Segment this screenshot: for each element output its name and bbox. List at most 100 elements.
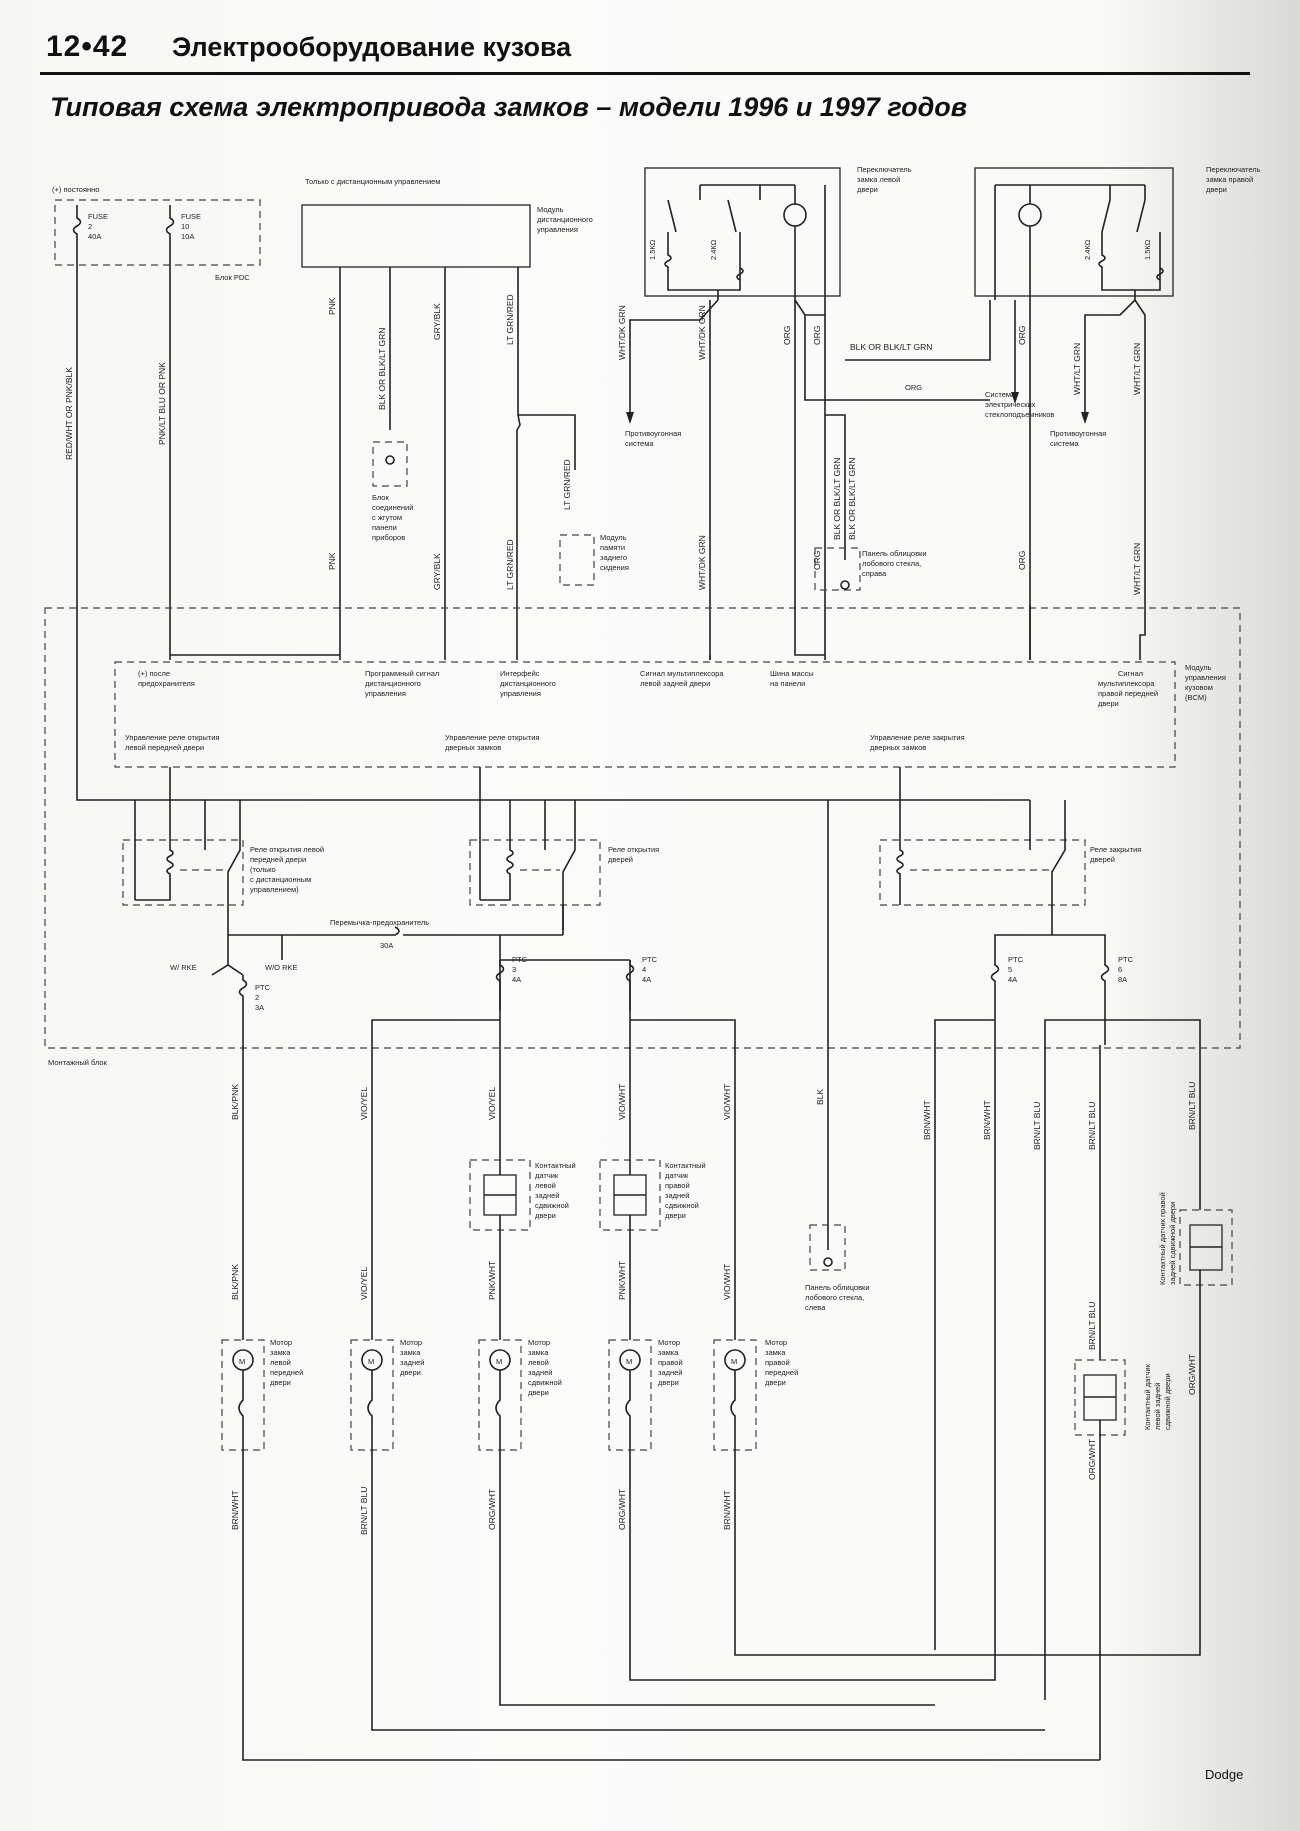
wire-label-pnk-bottom: PNK: [327, 552, 337, 570]
rke-module-label-3: управления: [537, 225, 578, 234]
ptc6: PTC 6 8A: [1118, 955, 1134, 984]
panel-right-box: [814, 547, 861, 591]
wire-label-brn-ltblu-4: BRN/LT BLU: [1187, 1082, 1197, 1130]
left-r1-label: 1.5КΩ: [648, 239, 657, 260]
bcm-sig6-1: Сигнал: [1118, 669, 1143, 678]
svg-text:двери: двери: [658, 1378, 679, 1387]
svg-text:Реле открытия: Реле открытия: [608, 845, 659, 854]
junction-block-label: Монтажный блок: [48, 1058, 108, 1067]
motor-left-front: M Мотор замка левой передней двери: [221, 1338, 303, 1451]
pdc-box: [54, 199, 261, 266]
svg-text:6: 6: [1118, 965, 1122, 974]
svg-text:двери: двери: [400, 1368, 421, 1377]
hot-at-all-times-label: (+) постоянно: [52, 185, 99, 194]
ip-splice-node-icon: [385, 455, 395, 465]
svg-text:FUSE: FUSE: [88, 212, 108, 221]
right-switch-label-2: замка правой: [1206, 175, 1253, 184]
wire-label-org-right-2: ORG: [1017, 551, 1027, 570]
wire-label-wht-ltgrn-2: WHT/LT GRN: [1132, 343, 1142, 395]
wire-label-pnk-wht-1: PNK/WHT: [487, 1261, 497, 1300]
left-switch-label-3: двери: [857, 185, 878, 194]
bcm-sig3-1: Интерфейс: [500, 669, 540, 678]
svg-text:3A: 3A: [255, 1003, 264, 1012]
bcm-ctl3-1: Управление реле закрытия: [870, 733, 965, 742]
splice-ip-label-4: панели: [372, 523, 397, 532]
svg-text:2: 2: [255, 993, 259, 1002]
bcm-sig6-3: правой передней: [1098, 689, 1158, 698]
svg-text:дверей: дверей: [608, 855, 633, 864]
svg-text:PTC: PTC: [642, 955, 658, 964]
page-number: 12•42: [46, 30, 129, 63]
wire-label-blk-or-blk-ltgrn-horizontal: BLK OR BLK/LT GRN: [850, 342, 932, 352]
svg-text:дверей: дверей: [1090, 855, 1115, 864]
wire-label-gry-blk-bottom: GRY/BLK: [432, 553, 442, 590]
antitheft-arrow-right-icon: [1081, 412, 1089, 424]
junction-block-box: [44, 607, 1241, 1049]
power-window-arrow-icon: [1011, 392, 1019, 404]
svg-text:Панель облицовки: Панель облицовки: [805, 1283, 870, 1292]
panel-right-ground-icon: [840, 580, 850, 590]
bcm-title-2: управления: [1185, 673, 1226, 682]
wire-label-brn-wht-4: BRN/WHT: [722, 1490, 732, 1530]
bcm-ctl2-2: дверных замков: [445, 743, 501, 752]
motor-left-rear: M Мотор замка задней двери: [350, 1338, 425, 1451]
svg-text:Реле закрытия: Реле закрытия: [1090, 845, 1141, 854]
seat-memory-label-1: Модуль: [600, 533, 627, 542]
bcm-sig3-2: дистанционного: [500, 679, 556, 688]
motor-right-rear: M Мотор замка правой задней двери: [608, 1338, 683, 1451]
bcm-sig2-2: дистанционного: [365, 679, 421, 688]
seat-memory-label-4: сидения: [600, 563, 629, 572]
wire-label-brn-ltblu-2: BRN/LT BLU: [1087, 1102, 1097, 1150]
svg-text:левой: левой: [535, 1181, 556, 1190]
relay-door-unlock: Реле открытия дверей: [469, 800, 659, 930]
bcm-sig4-1: Сигнал мультиплексора: [640, 669, 724, 678]
sensor-left-sliding: Контактный датчик левой задней сдвижной …: [469, 1159, 576, 1340]
svg-text:правой: правой: [765, 1358, 790, 1367]
wire-label-brn-wht-1: BRN/WHT: [922, 1100, 932, 1140]
svg-text:10A: 10A: [181, 232, 194, 241]
svg-text:двери: двери: [765, 1378, 786, 1387]
svg-text:M: M: [731, 1357, 737, 1366]
svg-text:двери: двери: [528, 1388, 549, 1397]
wire-label-ltgrn-red-side: LT GRN/RED: [562, 459, 572, 510]
svg-text:задней: задней: [665, 1191, 690, 1200]
wire-label-blk-ltgrn-right: BLK OR BLK/LT GRN: [847, 458, 857, 540]
wire-label-blk-ltgrn-left: BLK OR BLK/LT GRN: [832, 458, 842, 540]
rke-module-box: [301, 204, 531, 268]
bcm-box: [114, 661, 1176, 768]
header-rule: [40, 72, 1250, 75]
svg-text:замка: замка: [765, 1348, 786, 1357]
diagram-title: Типовая схема электропривода замков – мо…: [50, 92, 968, 122]
svg-text:M: M: [368, 1357, 374, 1366]
bcm-sig6-4: двери: [1098, 699, 1119, 708]
wire-label-org-horizontal: ORG: [905, 383, 922, 392]
svg-text:40A: 40A: [88, 232, 101, 241]
left-lock-switch-box: [644, 167, 841, 297]
svg-text:задней: задней: [400, 1358, 425, 1367]
svg-text:Контактный датчик: Контактный датчик: [1143, 1363, 1152, 1430]
wire-label-vio-yel-1: VIO/YEL: [359, 1087, 369, 1120]
wire-label-wht-dkgrn-2: WHT/DK GRN: [697, 305, 707, 360]
wire-label-wht-ltgrn-1: WHT/LT GRN: [1072, 343, 1082, 395]
wire-label-blk-ltgrn: BLK OR BLK/LT GRN: [377, 328, 387, 410]
power-windows-label-2: электрических: [985, 400, 1036, 409]
svg-text:сдвижной: сдвижной: [665, 1201, 699, 1210]
svg-text:двери: двери: [665, 1211, 686, 1220]
svg-text:M: M: [239, 1357, 245, 1366]
bcm-ctl2-1: Управление реле открытия: [445, 733, 539, 742]
right-switch-lamp-icon: [1018, 203, 1042, 227]
svg-text:Мотор: Мотор: [270, 1338, 292, 1347]
svg-text:датчик: датчик: [665, 1171, 689, 1180]
wire-label-org-1: ORG: [782, 326, 792, 345]
left-switch-label-1: Переключатель: [857, 165, 912, 174]
fuse-2: FUSE 2 40A: [72, 205, 108, 268]
pdc-label: Блок PDC: [215, 273, 250, 282]
sensor-right-sliding: Контактный датчик правой задней сдвижной…: [599, 1159, 706, 1340]
wire-label-ltgrn-red-bottom: LT GRN/RED: [505, 539, 515, 590]
svg-text:двери: двери: [535, 1211, 556, 1220]
svg-text:слева: слева: [805, 1303, 826, 1312]
svg-text:Мотор: Мотор: [400, 1338, 422, 1347]
wire-label-brn-ltblu-5: BRN/LT BLU: [359, 1487, 369, 1535]
svg-text:левой: левой: [270, 1358, 291, 1367]
